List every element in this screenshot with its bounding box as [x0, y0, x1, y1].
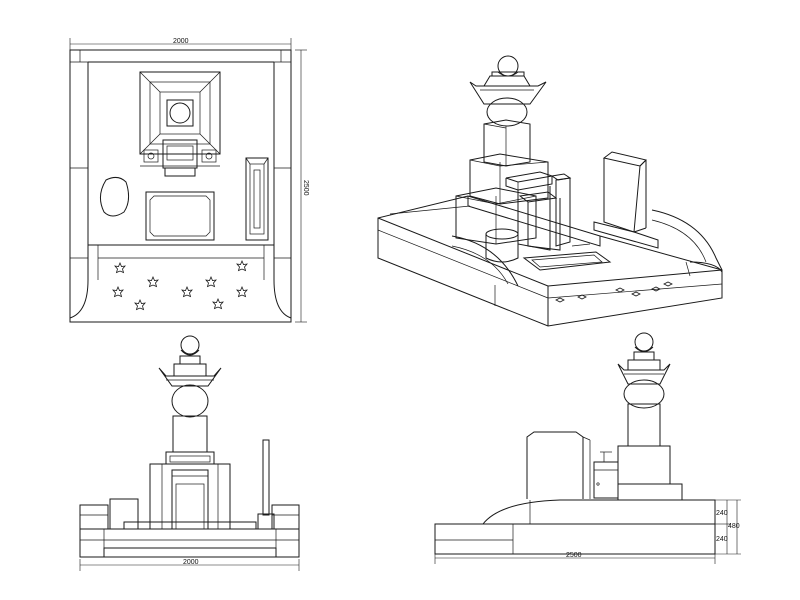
iso-roof: [469, 81, 547, 105]
front-base: [79, 528, 300, 558]
side-epitaph: [526, 431, 584, 499]
plan-view: 2000 2500: [69, 38, 309, 323]
plan-offering-stone: [145, 191, 215, 241]
iso-view: [377, 55, 723, 327]
front-view: 2000: [79, 335, 300, 571]
iso-maple-leaves: [555, 281, 673, 303]
plan-maple-leaves: [112, 259, 248, 311]
plan-outer-frame: [69, 49, 292, 323]
front-width-label: 2000: [183, 559, 199, 566]
plan-width-label: 2000: [173, 38, 189, 45]
side-height-upper-label: 240: [716, 510, 728, 517]
plan-incense-bowl: [100, 176, 130, 217]
side-length-label: 2500: [566, 552, 582, 559]
side-view: 2500 240 480 240: [434, 332, 741, 564]
side-height-lower-label: 240: [716, 536, 728, 543]
plan-tower: [139, 71, 221, 177]
plan-depth-label: 2500: [302, 180, 309, 196]
side-height-total-label: 480: [728, 523, 740, 530]
iso-epitaph: [602, 151, 647, 167]
front-roof: [158, 367, 222, 387]
side-base: [434, 523, 716, 555]
iso-offering-slab: [522, 251, 612, 271]
plan-epitaph-stone: [245, 157, 269, 241]
iso-tower-base: [455, 187, 537, 245]
